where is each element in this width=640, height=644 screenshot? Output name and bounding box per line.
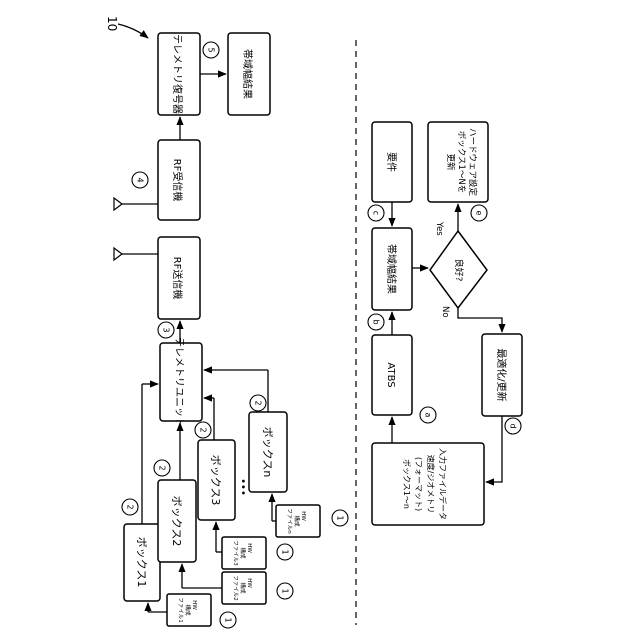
- ref-arrow: [118, 24, 148, 38]
- svg-text:更新: 更新: [445, 153, 456, 171]
- svg-text:HW: HW: [246, 543, 252, 553]
- svg-text:1: 1: [281, 549, 290, 554]
- svg-text:2: 2: [199, 427, 208, 432]
- svg-text:b: b: [372, 319, 381, 324]
- svg-text:2: 2: [254, 400, 263, 405]
- svg-text:4: 4: [136, 177, 145, 182]
- svg-text:ファイル1: ファイル1: [177, 597, 184, 623]
- boxes-ellipsis: •••: [237, 478, 248, 496]
- atbs-label: ATBS: [385, 362, 396, 387]
- svg-text:2: 2: [158, 465, 167, 470]
- svg-text:構成: 構成: [293, 515, 301, 527]
- svg-text:ハードウェア設定: ハードウェア設定: [467, 128, 478, 197]
- svg-text:HW: HW: [191, 600, 197, 610]
- svg-text:入力ファイルデータ: 入力ファイルデータ: [438, 448, 448, 520]
- hw-file-n: HW 構成 ファイルn: [276, 505, 320, 537]
- svg-text:ボックス1〜n: ボックス1〜n: [402, 459, 411, 509]
- svg-text:ファイル2: ファイル2: [232, 575, 239, 601]
- svg-text:(フォーマット): (フォーマット): [414, 457, 423, 511]
- yes-label: Yes: [434, 221, 444, 236]
- no-label: No: [440, 306, 450, 318]
- svg-text:a: a: [424, 413, 433, 418]
- telemetry-unit-label: テレメトリユニット: [173, 337, 184, 427]
- figure-ref-number: 10: [105, 16, 119, 31]
- svg-text:1: 1: [281, 588, 290, 593]
- svg-text:1: 1: [336, 515, 345, 520]
- svg-text:ファイル3: ファイル3: [232, 540, 239, 566]
- antenna-transmit-icon: [114, 248, 158, 260]
- svg-text:3: 3: [162, 327, 171, 332]
- svg-text:HW: HW: [246, 578, 252, 588]
- optimize-label: 最適化/更新: [495, 348, 508, 401]
- hw-file-3: HW 構成 ファイル3: [222, 537, 266, 569]
- svg-text:ファイルn: ファイルn: [286, 508, 293, 534]
- hw-file-1: HW 構成 ファイル1: [167, 594, 211, 626]
- svg-text:e: e: [475, 211, 484, 216]
- rf-transmitter-label: RF送信機: [171, 257, 184, 300]
- svg-text:ボックス1〜Nを: ボックス1〜Nを: [456, 131, 466, 194]
- box2-label: ボックス2: [170, 496, 183, 547]
- requirements-label: 要件: [385, 152, 397, 172]
- hw-file-2: HW 構成 ファイル2: [222, 572, 266, 604]
- boxn-label: ボックスn: [261, 427, 274, 478]
- svg-text:速度/ジオメトリ: 速度/ジオメトリ: [426, 455, 436, 514]
- rf-receiver-label: RF受信機: [171, 159, 184, 202]
- telemetry-decoder-label: テレメトリ復号器: [171, 34, 184, 114]
- svg-text:HW: HW: [300, 511, 306, 521]
- svg-text:構成: 構成: [184, 604, 192, 616]
- svg-text:1: 1: [224, 617, 233, 622]
- decision-label: 良好?: [453, 259, 465, 282]
- svg-text:構成: 構成: [239, 547, 247, 559]
- antenna-receive-icon: [114, 198, 158, 210]
- bandwidth-result-left-label: 帯域幅結果: [241, 49, 254, 99]
- box1-label: ボックス1: [135, 537, 148, 588]
- svg-text:構成: 構成: [239, 582, 247, 594]
- svg-text:c: c: [372, 211, 381, 215]
- svg-text:2: 2: [126, 504, 135, 509]
- bandwidth-result-right-label: 帯域幅結果: [385, 244, 398, 294]
- box3-label: ボックス3: [209, 455, 222, 506]
- svg-text:5: 5: [207, 47, 216, 52]
- svg-text:d: d: [509, 423, 518, 428]
